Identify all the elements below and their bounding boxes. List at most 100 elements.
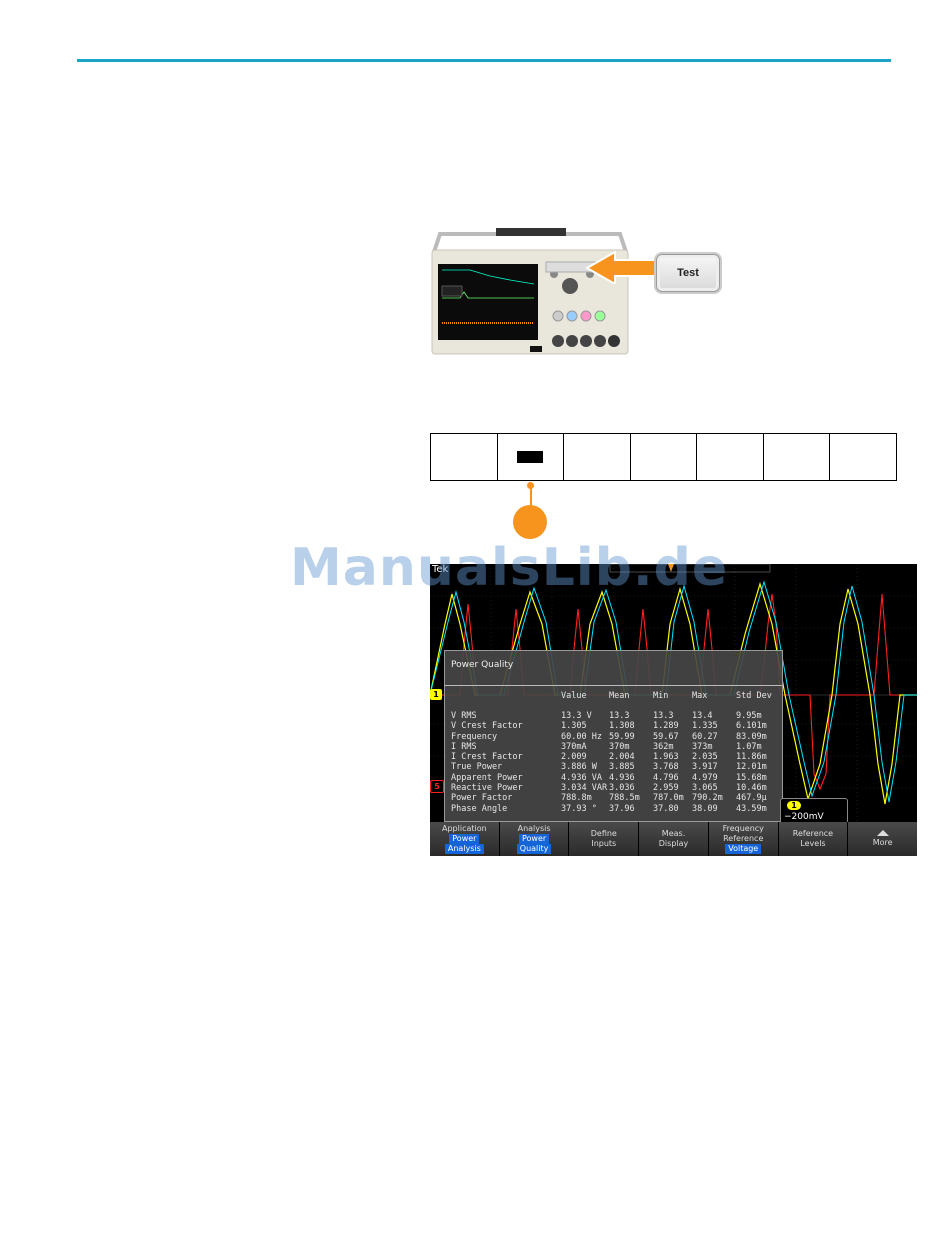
menu-button-4[interactable]: Meas.Display [639,822,708,856]
measurement-value: 2.004 [609,752,635,763]
measurement-name: V RMS [451,711,477,721]
column-header: Value [561,691,587,701]
measurement-value: 3.034 VAR [561,783,608,794]
measurement-name: Power Factor [451,793,513,804]
measurement-value: 788.5m [609,793,640,804]
measurement-name: Reactive Power [451,783,523,794]
strip-button-1[interactable] [431,434,498,480]
measurement-value: 60.27 [692,731,718,742]
scale-value: −200mV [784,812,824,822]
measurement-value: 4.936 VA [561,772,602,783]
measurement-name: True Power [451,762,503,773]
menu-selected-value: Power [518,834,550,844]
column-header: Max [692,691,708,701]
table-row: V RMS 13.3 V 13.3 13.3 13.4 9.95m [451,711,776,721]
measurement-value: 37.96 [609,803,635,814]
measurement-value: 4.936 [609,772,635,783]
measurement-value: 2.959 [653,783,679,794]
measurement-value: 790.2m [692,793,723,804]
measurement-value: 11.86m [736,752,767,763]
channel-marker[interactable]: 5 [430,780,444,793]
measurement-value: 59.99 [609,731,635,742]
measurement-value: 37.93 ° [561,803,597,814]
measurement-value: 1.07m [736,741,762,752]
oscilloscope-illustration [431,228,629,355]
measurement-value: 83.09m [736,731,767,742]
header-rule [77,59,891,62]
measurement-value: 1.289 [653,721,679,732]
panel-title: Power Quality [451,660,514,670]
measurement-name: V Crest Factor [451,721,523,732]
measurement-value: 362m [653,741,674,752]
menu-label: Meas. [661,829,686,838]
measurement-value: 787.0m [653,793,684,804]
menu-label: Reference [723,834,764,843]
measurement-name: Frequency [451,731,498,742]
measurement-value: 15.68m [736,772,767,783]
menu-label: More [872,838,893,847]
measurement-value: 373m [692,741,713,752]
measurement-value: 60.00 Hz [561,731,602,742]
channel-1-marker[interactable]: 1 [430,689,442,700]
menu-label: Define [590,829,617,838]
measurement-value: 13.4 [692,711,713,721]
strip-button-7[interactable] [830,434,896,480]
measurement-value: 37.80 [653,803,679,814]
column-header: Std Dev [736,691,772,701]
measurement-value: 3.036 [609,783,635,794]
menu-label: Inputs [591,839,617,848]
measurement-value: 10.46m [736,783,767,794]
callout-dot [527,482,534,489]
front-panel-button-strip [430,433,897,481]
menu-selected-value: Voltage [725,844,762,854]
measurement-value: 9.95m [736,711,762,721]
measurement-name: I Crest Factor [451,752,523,763]
measurement-value: 788.8m [561,793,592,804]
measurement-value: 12.01m [736,762,767,773]
menu-button-7[interactable]: More [848,822,917,856]
strip-button-5[interactable] [697,434,764,480]
menu-selected-value: Analysis [444,844,484,854]
measurement-value: 467.9μ [736,793,767,804]
brand-label: Tek [432,564,449,575]
test-button[interactable]: Test [656,254,720,292]
power-quality-panel: Power Quality Value Mean Min Max Std Dev… [444,650,783,822]
measurement-value: 3.917 [692,762,718,773]
measurement-value: 13.3 V [561,711,592,721]
divider [445,685,782,686]
measurement-value: 13.3 [609,711,630,721]
measurement-value: 3.885 [609,762,635,773]
watermark: ManualsLib.de [290,538,729,598]
menu-label: Reference [792,829,834,838]
scale-channel-badge: 1 [787,801,801,810]
measurement-value: 2.009 [561,752,587,763]
measurement-value: 1.305 [561,721,587,732]
strip-button-4[interactable] [631,434,698,480]
channel-scale-readout: 1 −200mV [780,798,848,824]
strip-button-2[interactable] [498,434,565,480]
strip-button-3[interactable] [564,434,631,480]
measurement-value: 6.101m [736,721,767,732]
measurement-name: Apparent Power [451,772,523,783]
measurement-value: 1.308 [609,721,635,732]
menu-label: Levels [800,839,826,848]
measurement-value: 13.3 [653,711,674,721]
callout-marker [513,505,547,539]
pointer-arrow-icon [585,250,656,284]
strip-button-6[interactable] [764,434,831,480]
measurement-value: 2.035 [692,752,718,763]
measurement-value: 3.065 [692,783,718,794]
pressed-indicator [517,451,544,463]
